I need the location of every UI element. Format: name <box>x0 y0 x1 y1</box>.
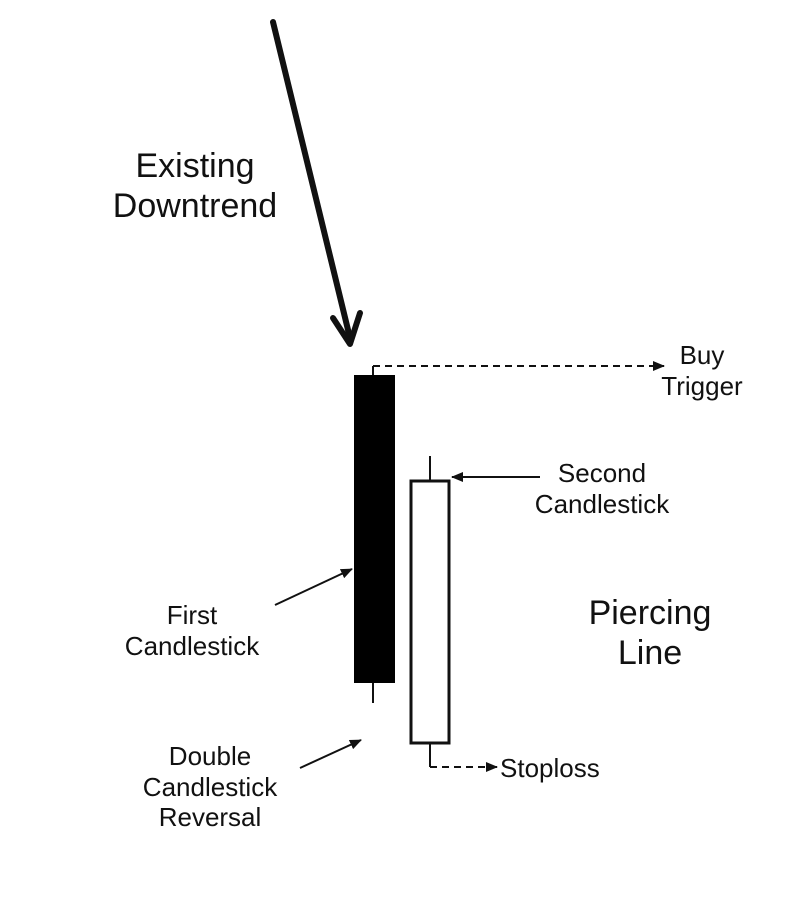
existing-downtrend-line-2: Downtrend <box>112 187 278 226</box>
stoploss-arrow <box>429 744 498 772</box>
double-reversal-line-3: Reversal <box>158 802 262 833</box>
first-candlestick-line-1: First <box>166 600 218 630</box>
second-candlestick <box>409 456 451 745</box>
double-reversal-line-2: Candlestick <box>142 771 278 802</box>
existing-downtrend-line-1: Existing <box>135 147 255 185</box>
first-candlestick-pointer <box>274 568 353 606</box>
piercing-line-line-2: Line <box>617 634 683 673</box>
double-candlestick-reversal-label: Double Candlestick Reversal <box>110 741 310 833</box>
first-candlestick <box>354 375 395 703</box>
buy-trigger-arrow <box>372 361 665 375</box>
second-candlestick-line-1: Second <box>557 458 647 488</box>
piercing-line-line-1: Piercing <box>588 594 712 632</box>
buy-trigger-line-2: Trigger <box>661 370 743 401</box>
second-candlestick-label: Second Candlestick <box>504 458 700 519</box>
double-reversal-line-1: Double <box>168 741 252 771</box>
first-candlestick-line-2: Candlestick <box>124 630 260 661</box>
downtrend-arrow <box>270 19 363 347</box>
existing-downtrend-label: Existing Downtrend <box>82 146 308 226</box>
piercing-line-label: Piercing Line <box>560 593 740 673</box>
buy-trigger-label: Buy Trigger <box>642 340 762 401</box>
double-reversal-pointer <box>299 739 362 769</box>
buy-trigger-line-1: Buy <box>679 340 725 370</box>
stoploss-label: Stoploss <box>500 753 600 783</box>
second-candlestick-line-2: Candlestick <box>534 488 670 519</box>
first-candlestick-label: First Candlestick <box>112 600 272 661</box>
